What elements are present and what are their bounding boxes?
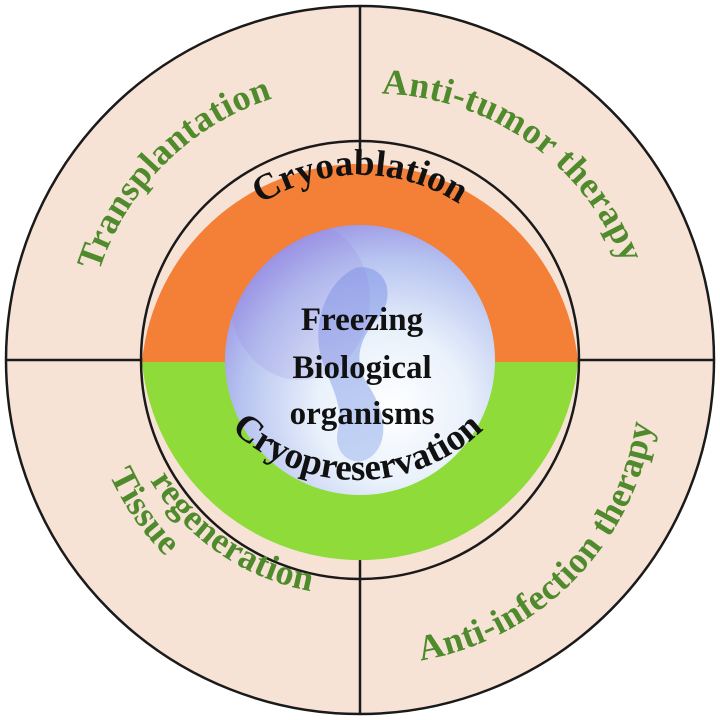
inner-ring-border [139, 139, 581, 581]
center-circle [225, 225, 495, 495]
center-line-1: Freezing [301, 302, 424, 338]
center-line-2: Biological [292, 350, 431, 386]
center-line-3: organisms [290, 396, 435, 432]
center-swirl [318, 267, 388, 462]
